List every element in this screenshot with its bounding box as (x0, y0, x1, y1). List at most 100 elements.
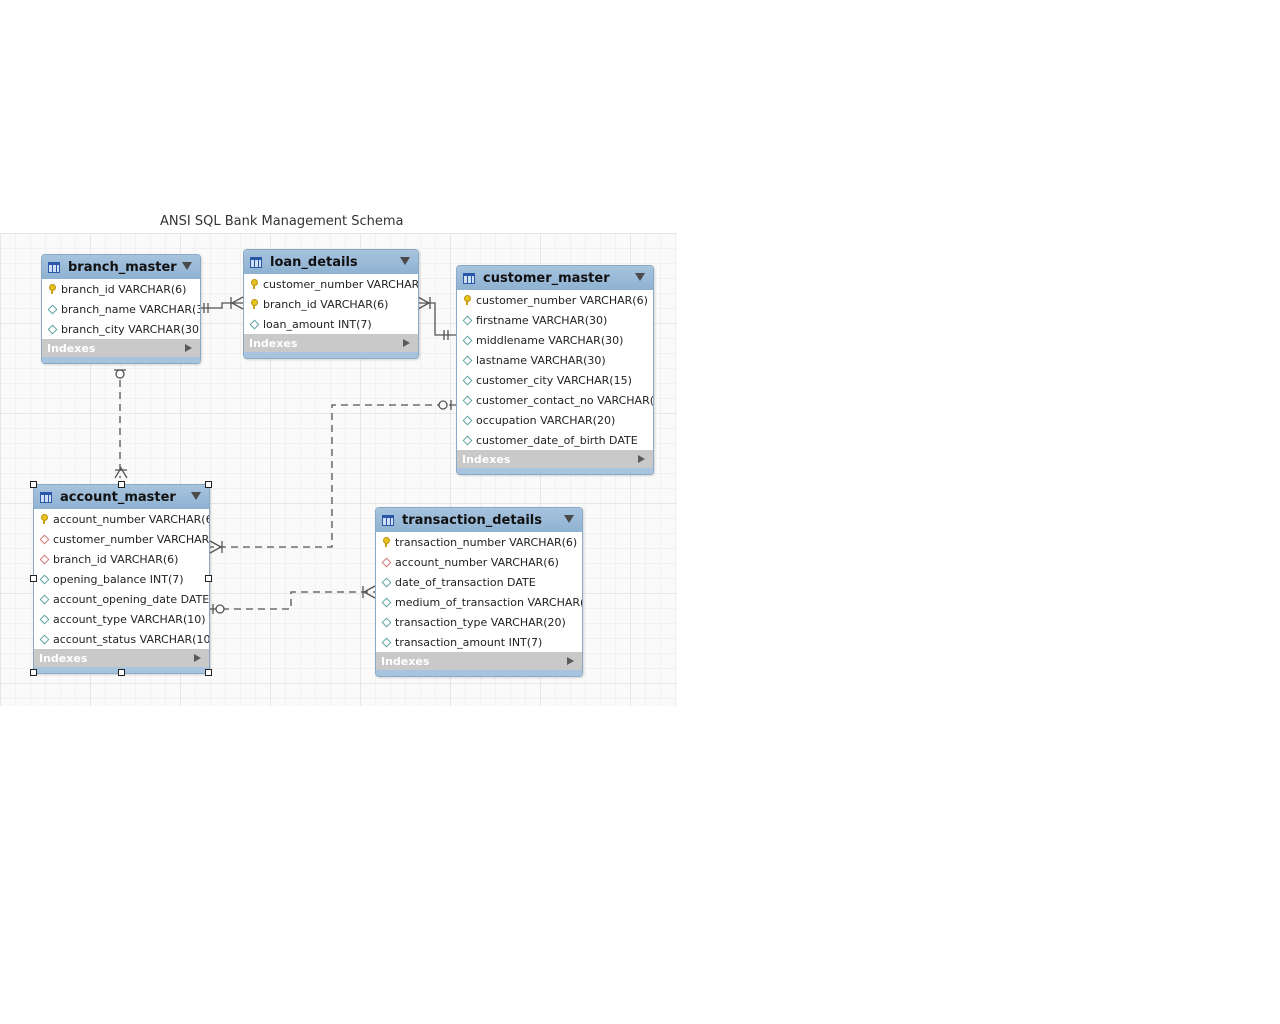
column-label: transaction_amount INT(7) (395, 635, 543, 649)
table-transaction-details[interactable]: transaction_details transaction_number V… (375, 507, 583, 677)
column-row[interactable]: customer_number VARCHAR(6) (244, 274, 418, 294)
table-icon (40, 491, 52, 503)
column-row[interactable]: customer_number VARCHAR(6) (34, 529, 209, 549)
indexes-label: Indexes (381, 654, 430, 668)
column-row[interactable]: transaction_type VARCHAR(20) (376, 612, 582, 632)
resize-handle-bottom-left[interactable] (30, 669, 37, 676)
column-row[interactable]: customer_contact_no VARCHAR(10) (457, 390, 653, 410)
expand-arrow-icon[interactable] (185, 344, 192, 352)
column-diamond-icon (381, 597, 391, 607)
table-customer-master[interactable]: customer_master customer_number VARCHAR(… (456, 265, 654, 475)
indexes-bar[interactable]: Indexes (376, 652, 582, 670)
column-diamond-icon (39, 594, 49, 604)
column-diamond-icon (381, 617, 391, 627)
collapse-caret-icon[interactable] (564, 515, 574, 523)
primary-key-icon (462, 295, 472, 305)
column-diamond-icon (47, 324, 57, 334)
column-label: date_of_transaction DATE (395, 575, 536, 589)
column-row[interactable]: account_number VARCHAR(6) (376, 552, 582, 572)
column-row[interactable]: middlename VARCHAR(30) (457, 330, 653, 350)
table-loan-details[interactable]: loan_details customer_number VARCHAR(6) … (243, 249, 419, 359)
resize-handle-top-center[interactable] (118, 481, 125, 488)
column-label: lastname VARCHAR(30) (476, 353, 606, 367)
table-account-master[interactable]: account_master account_number VARCHAR(6)… (33, 484, 210, 674)
expand-arrow-icon[interactable] (638, 455, 645, 463)
table-footer (42, 357, 200, 363)
column-diamond-icon (39, 574, 49, 584)
column-label: firstname VARCHAR(30) (476, 313, 608, 327)
expand-arrow-icon[interactable] (567, 657, 574, 665)
indexes-bar[interactable]: Indexes (244, 334, 418, 352)
resize-handle-bottom-right[interactable] (205, 669, 212, 676)
primary-key-icon (381, 537, 391, 547)
indexes-label: Indexes (47, 341, 96, 355)
resize-handle-top-right[interactable] (205, 481, 212, 488)
collapse-caret-icon[interactable] (400, 257, 410, 265)
column-row[interactable]: customer_date_of_birth DATE (457, 430, 653, 450)
column-row[interactable]: lastname VARCHAR(30) (457, 350, 653, 370)
column-row[interactable]: transaction_number VARCHAR(6) (376, 532, 582, 552)
column-row[interactable]: firstname VARCHAR(30) (457, 310, 653, 330)
column-diamond-icon (462, 355, 472, 365)
column-label: loan_amount INT(7) (263, 317, 372, 331)
column-row[interactable]: account_type VARCHAR(10) (34, 609, 209, 629)
column-row[interactable]: loan_amount INT(7) (244, 314, 418, 334)
column-label: customer_city VARCHAR(15) (476, 373, 632, 387)
table-name: account_master (60, 489, 176, 505)
column-row[interactable]: branch_city VARCHAR(30) (42, 319, 200, 339)
table-header[interactable]: branch_master (42, 255, 200, 279)
table-footer (244, 352, 418, 358)
indexes-label: Indexes (39, 651, 88, 665)
table-icon (250, 256, 262, 268)
column-label: customer_number VARCHAR(6) (263, 277, 419, 291)
resize-handle-middle-right[interactable] (205, 575, 212, 582)
column-row[interactable]: date_of_transaction DATE (376, 572, 582, 592)
column-label: transaction_type VARCHAR(20) (395, 615, 566, 629)
column-diamond-icon (462, 435, 472, 445)
column-row[interactable]: account_number VARCHAR(6) (34, 509, 209, 529)
column-label: middlename VARCHAR(30) (476, 333, 624, 347)
table-footer (457, 468, 653, 474)
table-branch-master[interactable]: branch_master branch_id VARCHAR(6) branc… (41, 254, 201, 364)
column-label: opening_balance INT(7) (53, 572, 184, 586)
table-icon (48, 261, 60, 273)
primary-key-icon (249, 299, 259, 309)
column-label: branch_city VARCHAR(30) (61, 322, 201, 336)
table-header[interactable]: account_master (34, 485, 209, 509)
table-icon (463, 272, 475, 284)
column-diamond-icon (462, 315, 472, 325)
column-diamond-icon (381, 637, 391, 647)
collapse-caret-icon[interactable] (191, 492, 201, 500)
resize-handle-top-left[interactable] (30, 481, 37, 488)
resize-handle-middle-left[interactable] (30, 575, 37, 582)
indexes-bar[interactable]: Indexes (34, 649, 209, 667)
column-label: branch_id VARCHAR(6) (61, 282, 187, 296)
indexes-bar[interactable]: Indexes (457, 450, 653, 468)
column-row[interactable]: occupation VARCHAR(20) (457, 410, 653, 430)
column-row[interactable]: branch_id VARCHAR(6) (42, 279, 200, 299)
column-row[interactable]: customer_city VARCHAR(15) (457, 370, 653, 390)
column-row[interactable]: opening_balance INT(7) (34, 569, 209, 589)
column-label: branch_name VARCHAR(30) (61, 302, 201, 316)
indexes-bar[interactable]: Indexes (42, 339, 200, 357)
table-header[interactable]: customer_master (457, 266, 653, 290)
column-row[interactable]: branch_id VARCHAR(6) (244, 294, 418, 314)
column-diamond-icon (462, 415, 472, 425)
column-row[interactable]: medium_of_transaction VARCHAR(20) (376, 592, 582, 612)
column-row[interactable]: customer_number VARCHAR(6) (457, 290, 653, 310)
column-diamond-icon (39, 634, 49, 644)
table-header[interactable]: transaction_details (376, 508, 582, 532)
collapse-caret-icon[interactable] (635, 273, 645, 281)
column-diamond-icon (249, 319, 259, 329)
table-header[interactable]: loan_details (244, 250, 418, 274)
column-diamond-icon (381, 577, 391, 587)
column-row[interactable]: branch_name VARCHAR(30) (42, 299, 200, 319)
resize-handle-bottom-center[interactable] (118, 669, 125, 676)
column-row[interactable]: account_opening_date DATE (34, 589, 209, 609)
column-row[interactable]: transaction_amount INT(7) (376, 632, 582, 652)
expand-arrow-icon[interactable] (403, 339, 410, 347)
collapse-caret-icon[interactable] (182, 262, 192, 270)
column-row[interactable]: branch_id VARCHAR(6) (34, 549, 209, 569)
column-row[interactable]: account_status VARCHAR(10) (34, 629, 209, 649)
expand-arrow-icon[interactable] (194, 654, 201, 662)
